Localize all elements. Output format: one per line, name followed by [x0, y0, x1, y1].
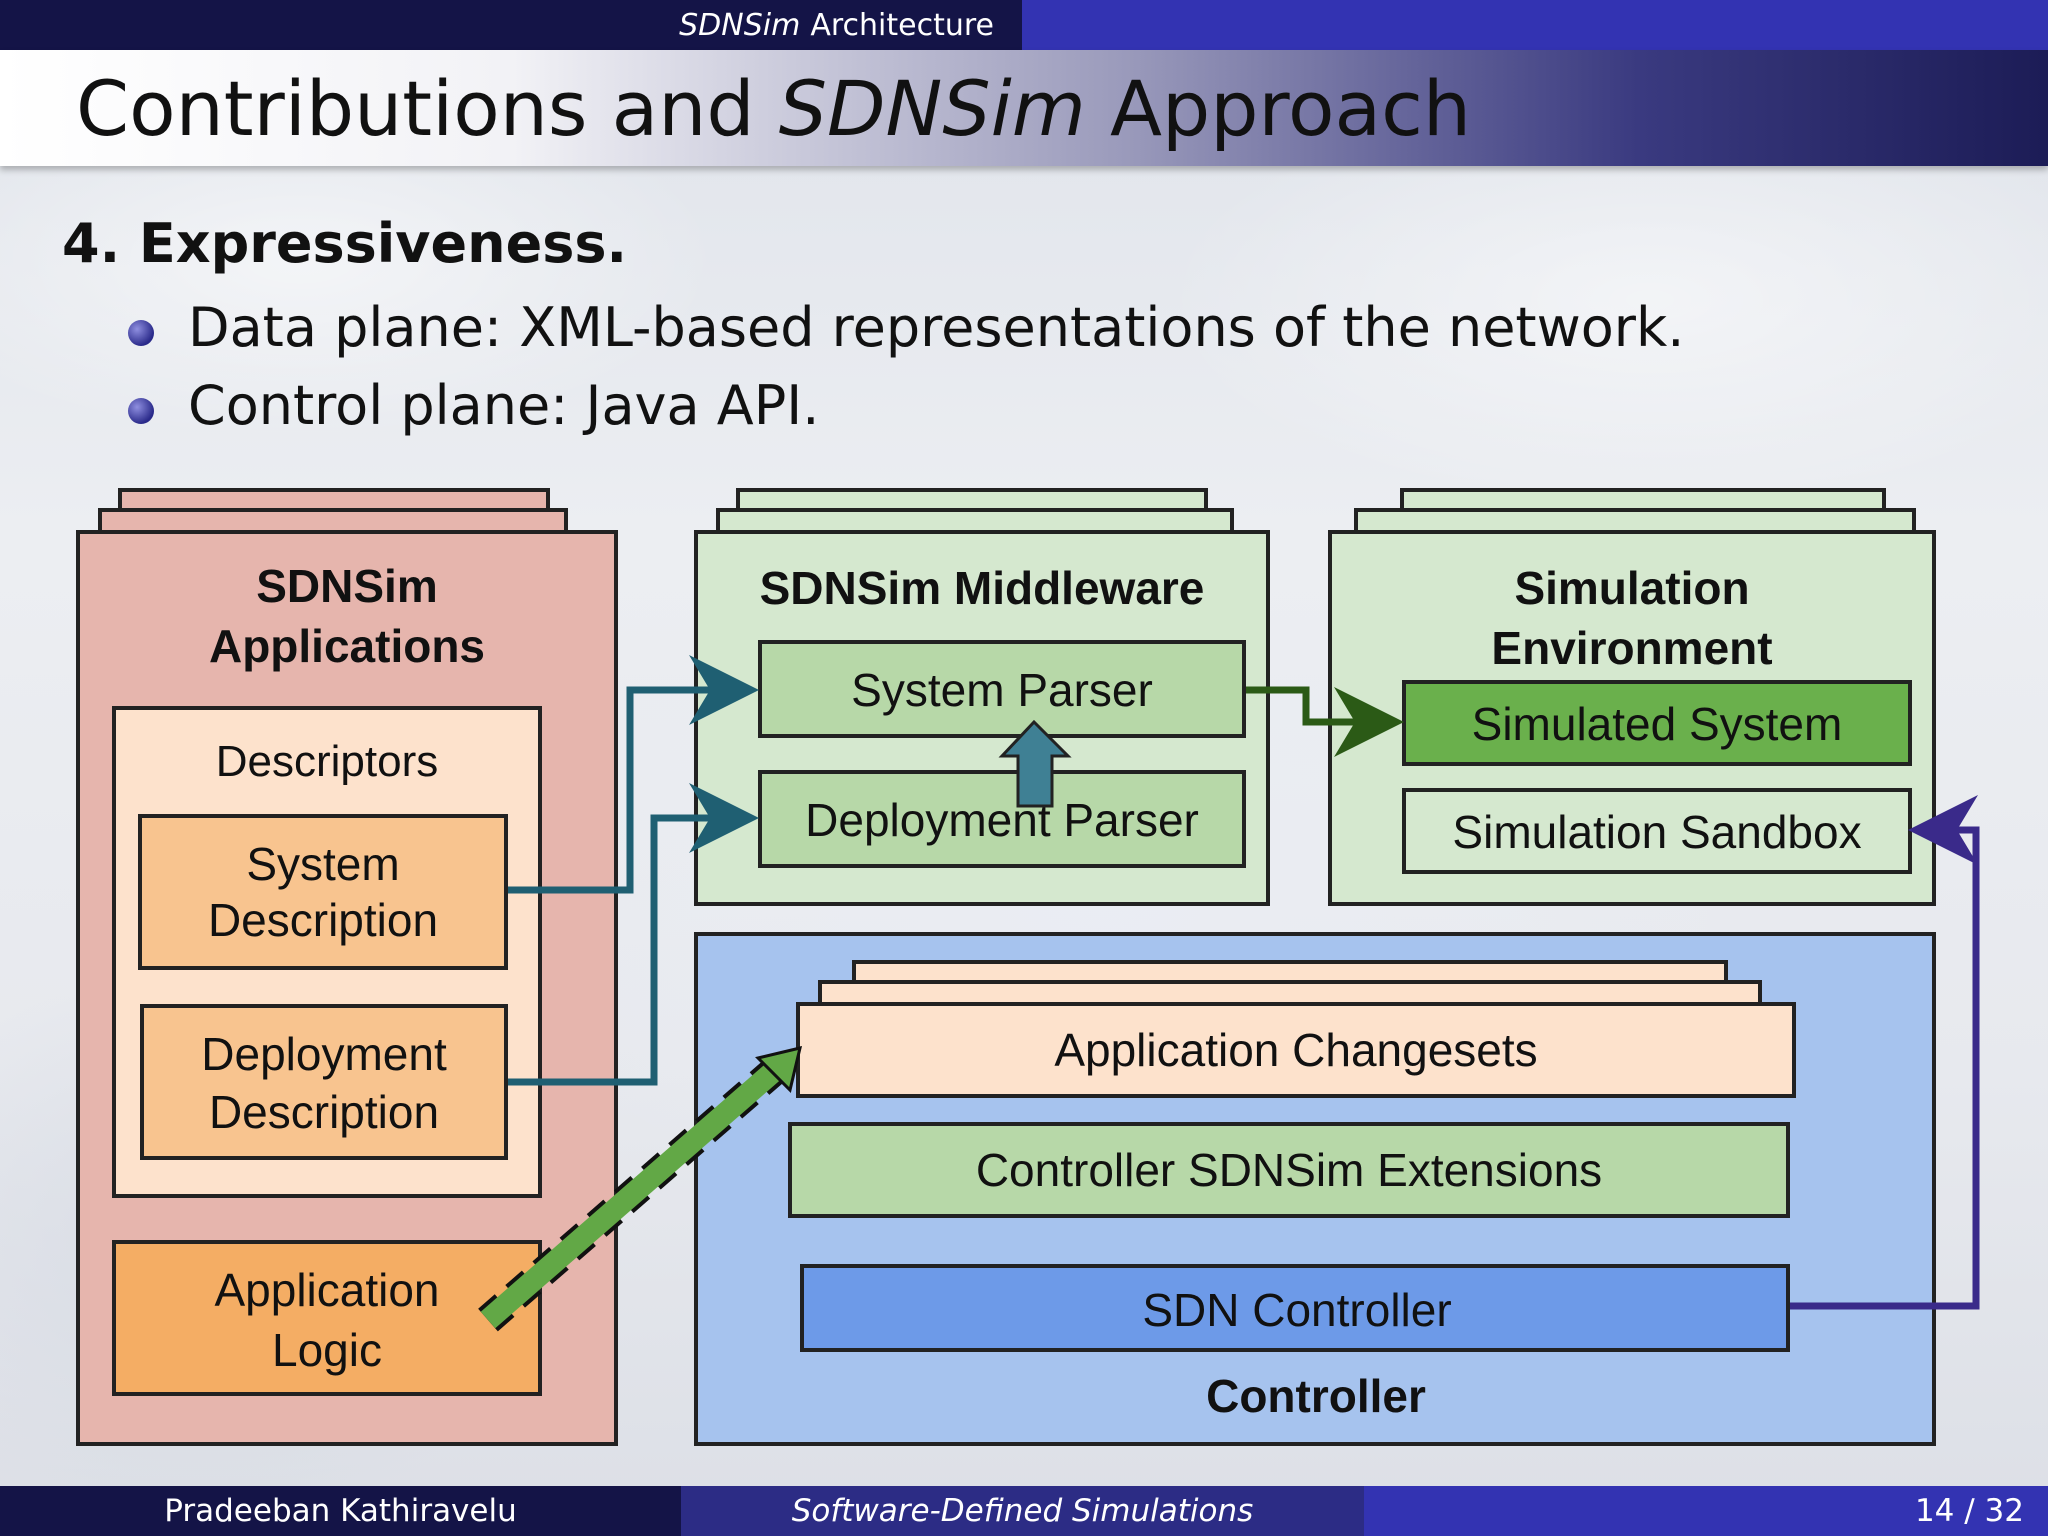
footer-bar: Pradeeban Kathiravelu Software-Defined S… [0, 1486, 2048, 1536]
bullet-text: Control plane: Java API. [188, 374, 820, 437]
title-part3: Approach [1085, 64, 1472, 153]
deployment-description-line1: Deployment [201, 1028, 447, 1080]
application-logic-line1: Application [214, 1264, 439, 1316]
system-description-line2: Description [208, 894, 438, 946]
bullet-icon [128, 398, 154, 424]
title-part1: Contributions and [76, 64, 779, 153]
deployment-description-box [140, 1004, 508, 1160]
system-parser-box [758, 640, 1246, 738]
application-logic-arrowhead-icon [755, 1045, 803, 1093]
middleware-title: SDNSim Middleware [760, 562, 1205, 614]
deployment-parser-box [758, 770, 1246, 868]
simulation-sandbox-box [1402, 788, 1912, 874]
system-parser-label: System Parser [851, 664, 1153, 716]
controller-extensions-box [788, 1122, 1790, 1218]
controller-label: Controller [1206, 1370, 1426, 1422]
simulation-environment-panel: Simulation Environment Simulated System … [1328, 488, 1936, 906]
simulation-sandbox-label: Simulation Sandbox [1452, 806, 1861, 858]
deployment-description-arrow [508, 783, 759, 1086]
system-description-line1: System [246, 838, 399, 890]
system-description-arrow [508, 655, 759, 894]
title-italic: SDNSim [778, 64, 1086, 153]
sdn-controller-arrow [1790, 795, 1980, 1310]
bullet-icon [128, 320, 154, 346]
application-logic-box [112, 1240, 542, 1396]
environment-title-line2: Environment [1491, 622, 1772, 674]
application-changesets-label: Application Changesets [1054, 1024, 1537, 1076]
system-parser-arrow [1246, 686, 1404, 757]
environment-title-line1: Simulation [1514, 562, 1749, 614]
system-description-box [138, 814, 508, 970]
footer-talk-title[interactable]: Software-Defined Simulations [681, 1486, 1364, 1536]
section-indicator[interactable]: SDNSim Architecture [0, 0, 1022, 50]
connectors [478, 655, 1980, 1332]
applications-title-line2: Applications [209, 620, 485, 672]
sdn-controller-label: SDN Controller [1142, 1284, 1451, 1336]
deployment-parser-label: Deployment Parser [805, 794, 1199, 846]
controller-panel: Application Changesets Controller SDNSim… [694, 932, 1936, 1446]
footer-author[interactable]: Pradeeban Kathiravelu [0, 1486, 681, 1536]
slide-title: Contributions and SDNSim Approach [76, 64, 1471, 153]
top-bar-right [1022, 0, 2048, 50]
simulated-system-label: Simulated System [1472, 698, 1843, 750]
application-logic-arrow [480, 1055, 790, 1329]
sdn-controller-box [800, 1264, 1790, 1352]
section-name: Architecture [810, 7, 994, 43]
title-bar: Contributions and SDNSim Approach [0, 50, 2048, 166]
section-name-italic: SDNSim [679, 7, 801, 43]
applications-title-line1: SDNSim [256, 560, 437, 612]
simulated-system-box [1402, 680, 1912, 766]
controller-extensions-label: Controller SDNSim Extensions [976, 1144, 1602, 1196]
deployment-description-line2: Description [209, 1086, 439, 1138]
descriptors-label: Descriptors [216, 737, 439, 786]
top-navigation-bar: SDNSim Architecture [0, 0, 2048, 50]
middleware-panel: SDNSim Middleware System Parser Deployme… [694, 488, 1270, 906]
applications-panel: SDNSim Applications Descriptors System D… [76, 488, 618, 1446]
application-logic-line2: Logic [272, 1324, 382, 1376]
footer-page-number[interactable]: 14 / 32 [1364, 1486, 2048, 1536]
bullet-text: Data plane: XML-based representations of… [188, 296, 1685, 359]
up-arrow-icon [998, 719, 1072, 808]
section-heading: 4. Expressiveness. [62, 212, 627, 275]
